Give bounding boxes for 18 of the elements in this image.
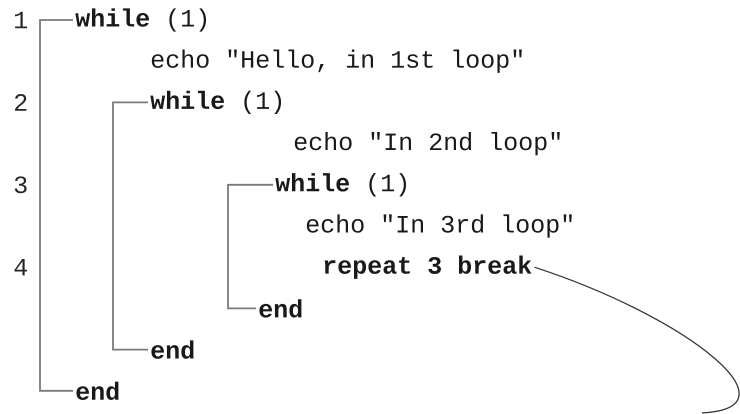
bracket-line	[39, 19, 73, 392]
code-line: echo "In 2nd loop"	[294, 132, 560, 156]
code-line: end	[76, 382, 118, 400]
code-line: repeat 3 break	[324, 256, 532, 279]
line-number: 1	[15, 12, 27, 28]
code-line: while (1)	[275, 173, 406, 196]
code-line: while (1)	[150, 90, 282, 114]
code-line: end	[151, 340, 194, 359]
bracket-line	[112, 102, 148, 350]
code-line: end	[259, 299, 302, 318]
bracket-line	[227, 184, 273, 310]
line-number: 3	[14, 176, 27, 194]
code-line: echo "Hello, in 1st loop"	[152, 50, 522, 73]
line-number: 4	[14, 258, 27, 276]
code-line: echo "In 3rd loop"	[306, 214, 572, 238]
line-number: 2	[14, 94, 26, 111]
code-line: while (1)	[75, 8, 206, 32]
curved-line	[534, 266, 740, 414]
